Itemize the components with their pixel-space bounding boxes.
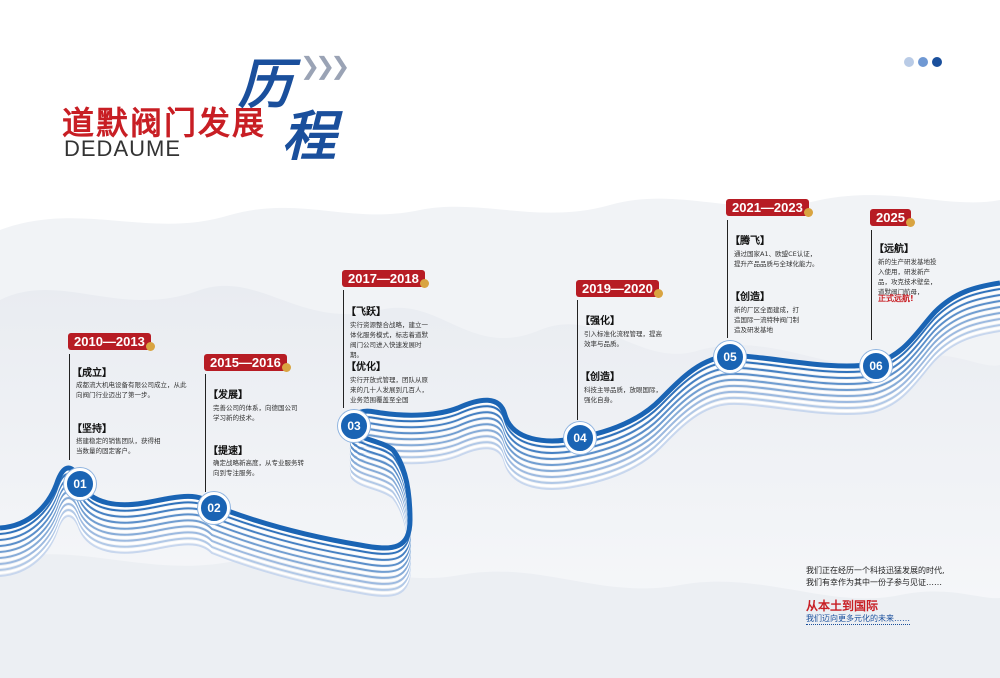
- event-title: 【成立】: [72, 368, 112, 379]
- milestone-line-06: [871, 230, 872, 340]
- event-title: 【强化】: [580, 316, 620, 327]
- event-desc: 确定战略新高度，从专业服务转向到专注服务。: [213, 459, 304, 477]
- milestone-year-01: 2010—2013: [68, 333, 155, 351]
- milestone-node-02: 02: [198, 492, 230, 524]
- chevron-arrows-icon: ❯❯❯: [300, 52, 350, 80]
- event-desc: 搭建稳定的销售团队，获得相当数量的固定客户。: [76, 437, 161, 455]
- event-desc: 引入标准化流程管理，提高效率与品质。: [584, 330, 662, 348]
- event-title: 【腾飞】: [730, 236, 770, 247]
- dot-light: [904, 57, 914, 67]
- event-title: 【发展】: [208, 390, 248, 401]
- road-top-edge: [0, 280, 1000, 551]
- milestone-line-03: [343, 290, 344, 408]
- footer-line-1: 我们正在经历一个科技迅猛发展的时代,: [806, 566, 945, 575]
- event-desc: 实行开放式管理，团队从原来的几十人发展到几百人，业务范围覆盖至全国: [350, 376, 428, 404]
- brand-name: DEDAUME: [64, 136, 182, 161]
- milestone-line-01: [69, 354, 70, 460]
- event-desc: 新的厂区全面建成，打造国际一流特种阀门制造及研发基地: [734, 306, 799, 334]
- event-title: 【坚持】: [72, 424, 112, 435]
- milestone-node-05: 05: [714, 341, 746, 373]
- dot-mid: [918, 57, 928, 67]
- milestone-line-04: [577, 300, 578, 420]
- milestone-year-04: 2019—2020: [576, 280, 663, 298]
- milestone-year-02: 2015—2016: [204, 354, 291, 372]
- footer-headline: 从本土到国际: [806, 599, 879, 613]
- milestone-line-02: [205, 374, 206, 492]
- event-desc: 通过国家A1、欧盟CE认证，提升产品品质与全球化能力。: [734, 250, 819, 268]
- title-char-li: 历: [238, 52, 292, 116]
- milestone-year-03: 2017—2018: [342, 270, 429, 288]
- event-title: 【飞跃】: [346, 307, 386, 318]
- event-desc: 新的生产研发基地投入使用，研发新产品，攻克技术壁垒，道默阀门航母，: [878, 258, 937, 296]
- event-desc: 科技主导品质，放眼国际，强化自身。: [584, 386, 662, 404]
- event-desc: 成都流大机电设备有限公司成立，从此向阀门行业迈出了第一步。: [76, 381, 187, 399]
- event-desc: 实行资源整合战略，建立一体化服务模式，标志着道默阀门公司进入快速发展时期。: [350, 321, 428, 359]
- milestone-node-01: 01: [64, 468, 96, 500]
- event-title: 【创造】: [580, 372, 620, 383]
- milestone-line-05: [727, 220, 728, 338]
- footer-line-2: 我们有幸作为其中一份子参与见证……: [806, 578, 942, 587]
- event-title: 【优化】: [346, 362, 386, 373]
- milestone-year-06: 2025: [870, 209, 915, 227]
- dot-dark: [932, 57, 942, 67]
- event-highlight: 正式远航!: [878, 294, 914, 303]
- event-title: 【远航】: [874, 244, 914, 255]
- milestone-node-03: 03: [338, 410, 370, 442]
- milestone-year-05: 2021—2023: [726, 199, 813, 217]
- event-title: 【创造】: [730, 292, 770, 303]
- event-title: 【提速】: [208, 446, 248, 457]
- title-char-cheng: 程: [282, 104, 336, 168]
- milestone-node-04: 04: [564, 422, 596, 454]
- page-title: 道默阀门发展: [62, 104, 267, 142]
- mountain-front: [0, 554, 1000, 678]
- milestone-node-06: 06: [860, 350, 892, 382]
- event-desc: 完善公司的体系，向德国公司学习新的技术。: [213, 404, 298, 422]
- decorative-dots-icon: [904, 57, 942, 67]
- footer-subline: 我们迈向更多元化的未来……: [806, 614, 910, 625]
